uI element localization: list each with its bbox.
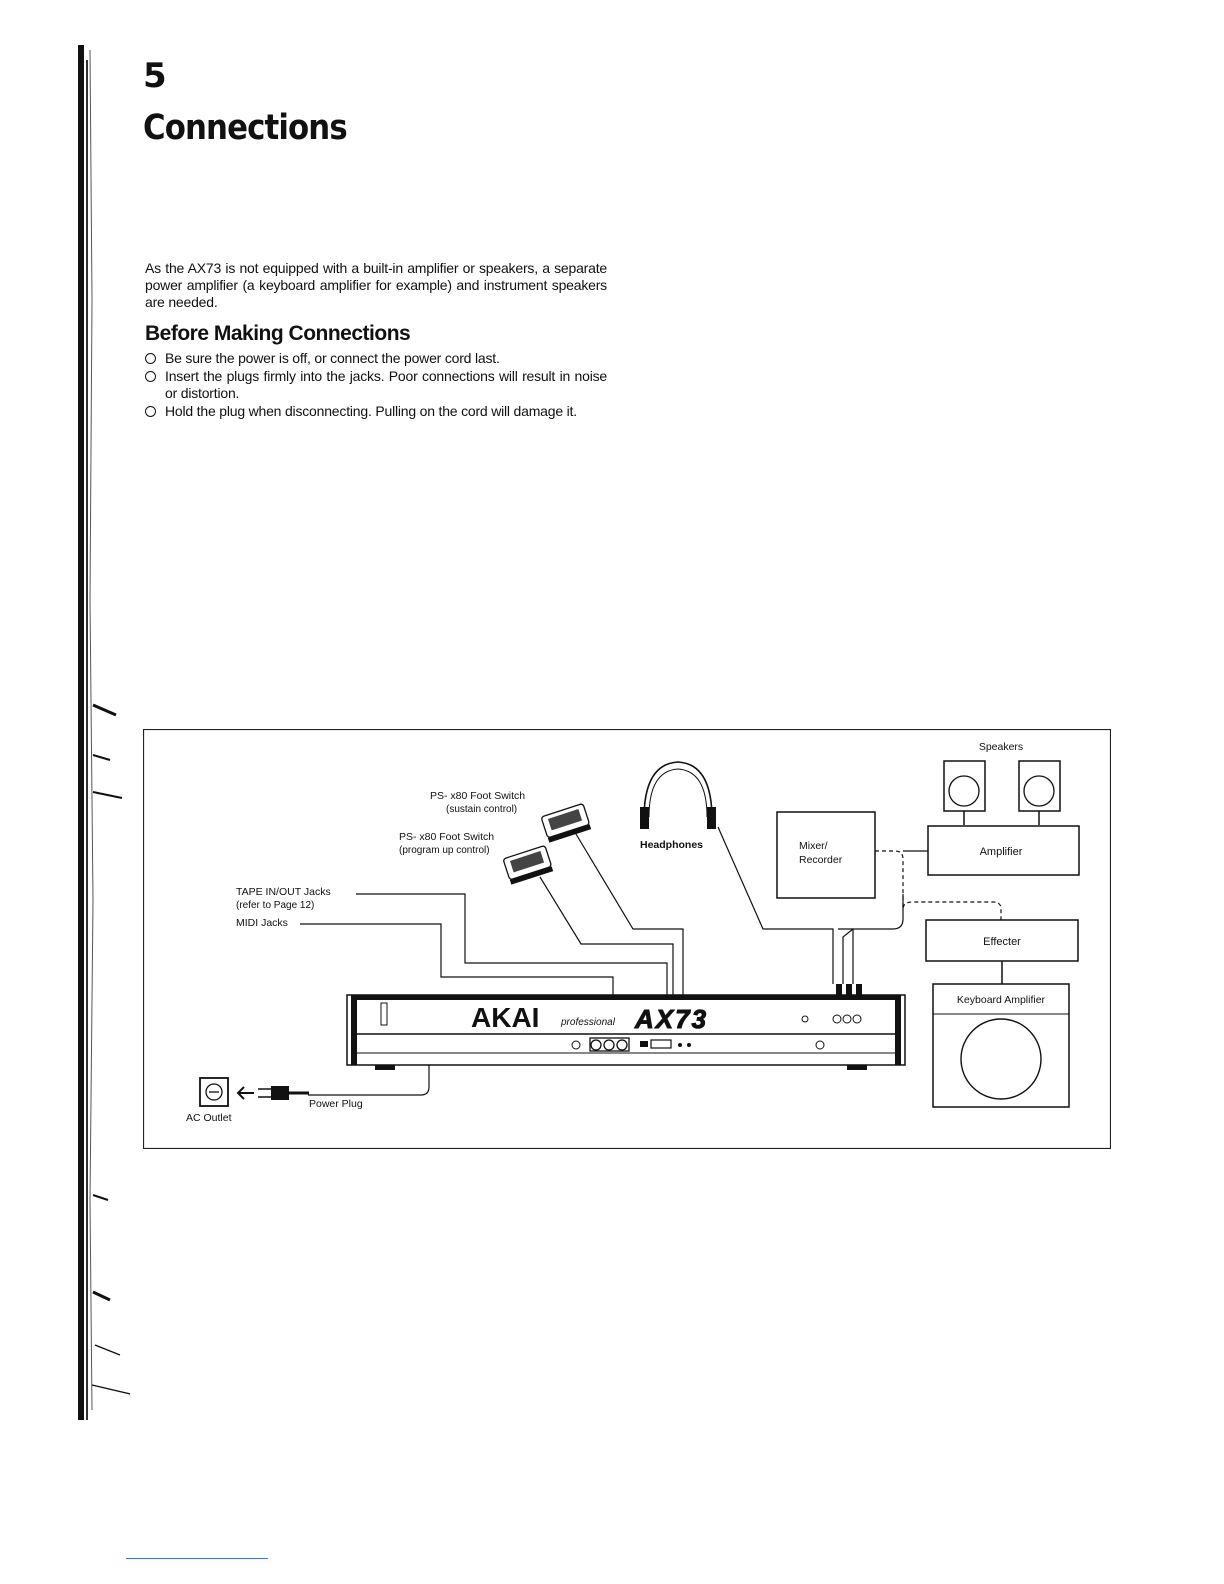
mixer-recorder-box — [776, 811, 876, 899]
circle-bullet-icon — [145, 353, 156, 364]
arrow-left-icon — [236, 1086, 254, 1100]
power-plug-icon — [258, 1086, 309, 1100]
mixer-label-line1: Mixer/ — [799, 840, 828, 852]
footswitch-sustain-note: (sustain control) — [446, 804, 517, 815]
footswitch-sustain-icon — [541, 803, 592, 843]
footswitch-sustain-label: PS- x80 Foot Switch — [430, 790, 525, 802]
footswitch-program-label: PS- x80 Foot Switch — [399, 831, 494, 843]
headphones-icon — [640, 761, 716, 829]
midi-jacks-label: MIDI Jacks — [236, 917, 288, 929]
amplifier-label: Amplifier — [980, 846, 1023, 858]
brand-logo: AKAI — [471, 1002, 539, 1033]
ac-outlet-label: AC Outlet — [186, 1112, 232, 1124]
headphones-label: Headphones — [640, 839, 703, 851]
list-item-text: Hold the plug when disconnecting. Pullin… — [165, 402, 577, 419]
power-plug-label: Power Plug — [309, 1098, 363, 1110]
circle-bullet-icon — [145, 370, 156, 382]
section-heading: Before Making Connections — [145, 322, 411, 345]
brand-subtitle: professional — [560, 1017, 616, 1028]
keyboard-amp-speaker-icon — [960, 1018, 1042, 1100]
diagram-frame — [143, 729, 1111, 1149]
model-logo: AX73 — [634, 1004, 708, 1034]
ac-outlet-icon — [199, 1077, 229, 1107]
circle-bullet-icon — [145, 405, 156, 417]
keyboard-amplifier-label: Keyboard Amplifier — [957, 994, 1046, 1006]
list-item: Be sure the power is off, or connect the… — [145, 350, 607, 368]
list-item-text: Be sure the power is off, or connect the… — [165, 350, 500, 366]
speaker-left-icon — [943, 760, 986, 812]
keyboard-amplifier-box — [932, 983, 1070, 1108]
page-title: Connections — [143, 108, 348, 148]
chapter-number: 5 — [143, 56, 167, 96]
footswitch-program-icon — [503, 845, 554, 885]
speaker-right-icon — [1018, 760, 1061, 812]
binding-edge — [78, 45, 130, 1420]
list-item: Hold the plug when disconnecting. Pullin… — [145, 403, 607, 421]
list-item-text: Insert the plugs firmly into the jacks. … — [165, 367, 607, 402]
connection-diagram: Speakers Amplifier Mixer/ Recorder Effec… — [143, 729, 1111, 1149]
precautions-list: Be sure the power is off, or connect the… — [145, 350, 607, 420]
tape-jacks-label: TAPE IN/OUT Jacks — [236, 886, 331, 898]
list-item: Insert the plugs firmly into the jacks. … — [145, 368, 607, 403]
speakers-label: Speakers — [979, 741, 1023, 753]
ax73-keyboard: AKAI professional AX73 — [346, 994, 906, 1070]
mixer-label-line2: Recorder — [799, 854, 843, 866]
footswitch-program-note: (program up control) — [399, 845, 490, 856]
effecter-label: Effecter — [983, 936, 1021, 948]
tape-jacks-note: (refer to Page 12) — [236, 900, 314, 911]
intro-paragraph: As the AX73 is not equipped with a built… — [145, 260, 607, 310]
footer-rule — [126, 1558, 268, 1559]
